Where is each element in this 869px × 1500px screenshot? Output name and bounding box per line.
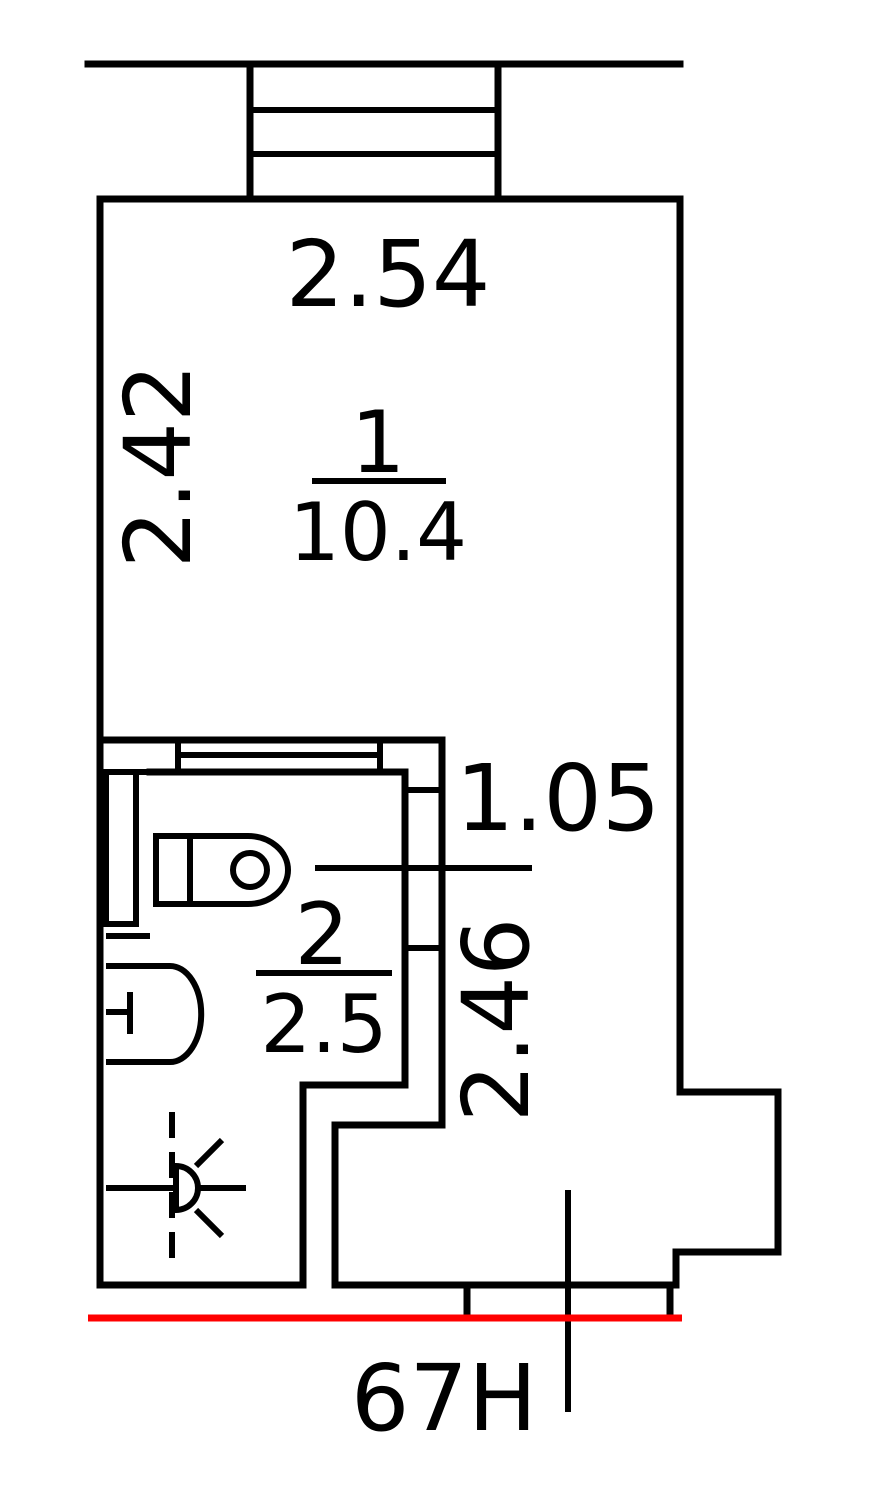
bathroom-walls xyxy=(102,736,446,1289)
toilet-icon xyxy=(153,833,291,907)
bathtub-icon xyxy=(103,769,150,939)
room-2-area: 2.5 xyxy=(260,978,387,1071)
room-1-length-label: 2.42 xyxy=(105,364,212,569)
ceiling-light-icon xyxy=(106,1112,246,1262)
room-2-number: 2 xyxy=(295,885,350,985)
stair-icon xyxy=(84,60,684,202)
room-1-area: 10.4 xyxy=(289,486,467,579)
corridor-length-label: 2.46 xyxy=(443,918,550,1123)
corridor-width-label: 1.05 xyxy=(456,745,661,852)
axis-label: 67H xyxy=(351,1345,537,1452)
sink-icon xyxy=(106,963,205,1065)
room-1-width-label: 2.54 xyxy=(286,221,491,328)
outer-walls xyxy=(96,195,782,1318)
room-1-number: 1 xyxy=(351,393,406,493)
